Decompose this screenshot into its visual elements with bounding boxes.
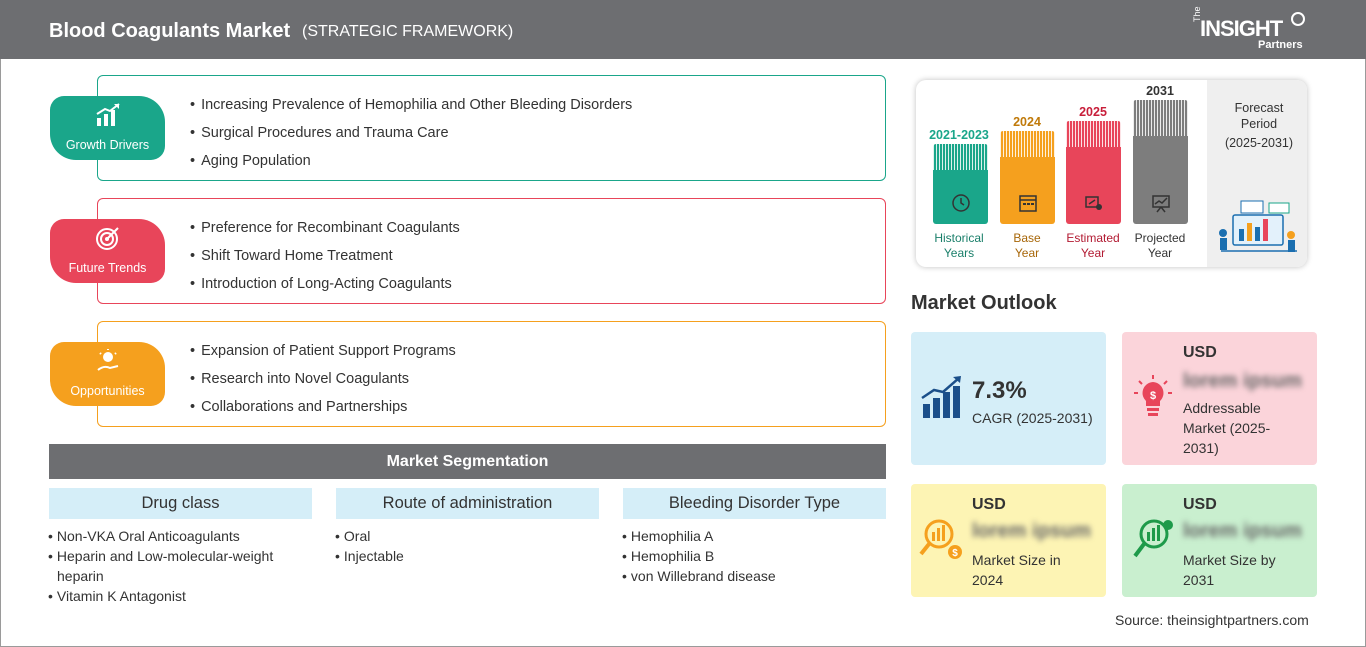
list-item: Surgical Procedures and Trauma Care bbox=[190, 124, 632, 152]
currency-label: USD bbox=[1183, 344, 1217, 361]
magnifier-dollar-icon: $ bbox=[919, 519, 962, 559]
year-label: 2021-2023 bbox=[929, 128, 989, 142]
bar-caption: Projected bbox=[1134, 231, 1186, 245]
target-icon bbox=[96, 227, 119, 250]
future-trends-list: Preference for Recombinant Coagulants Sh… bbox=[190, 219, 460, 303]
list-item: Aging Population bbox=[190, 152, 632, 180]
market-outlook-title: Market Outlook bbox=[911, 292, 1057, 314]
list-item: Expansion of Patient Support Programs bbox=[190, 342, 456, 370]
analyst-dashboard-icon bbox=[1219, 200, 1297, 252]
cagr-card: 7.3% CAGR (2025-2031) bbox=[911, 332, 1106, 465]
bar-caption: Year bbox=[1147, 246, 1173, 260]
year-label: 2025 bbox=[1079, 105, 1107, 119]
blurred-value: lorem ipsum bbox=[1183, 370, 1302, 392]
calendar-icon bbox=[1019, 195, 1037, 212]
history-clock-icon bbox=[952, 194, 970, 212]
future-trends-box: Preference for Recombinant Coagulants Sh… bbox=[97, 198, 886, 304]
growth-chart-icon bbox=[96, 103, 120, 126]
market-size-2031-card: USD lorem ipsum Market Size by 2031 bbox=[1122, 484, 1317, 597]
list-item: Increasing Prevalence of Hemophilia and … bbox=[190, 96, 632, 124]
year-label: 2024 bbox=[1013, 115, 1041, 129]
list-item: Heparin and Low-molecular-weight heparin bbox=[47, 546, 297, 586]
bar-caption: Years bbox=[943, 246, 975, 260]
year-label: 2031 bbox=[1146, 84, 1174, 98]
list-item: Collaborations and Partnerships bbox=[190, 398, 456, 426]
page-title: Blood Coagulants Market bbox=[49, 20, 291, 42]
estimate-chart-icon bbox=[1085, 196, 1102, 210]
list-item: Hemophilia B bbox=[621, 546, 871, 566]
list-item: Shift Toward Home Treatment bbox=[190, 247, 460, 275]
growth-bars-icon bbox=[921, 376, 961, 418]
blurred-value: lorem ipsum bbox=[1183, 520, 1302, 542]
segment-heading-route: Route of administration bbox=[336, 488, 599, 519]
page-subtitle: (STRATEGIC FRAMEWORK) bbox=[302, 23, 514, 40]
list-item: Introduction of Long-Acting Coagulants bbox=[190, 275, 460, 303]
bar-caption: Historical bbox=[934, 231, 984, 245]
list-item: Preference for Recombinant Coagulants bbox=[190, 219, 460, 247]
bar-caption: Base bbox=[1013, 231, 1041, 245]
forecast-period-text: Forecast Period (2025-2031) bbox=[1224, 101, 1294, 150]
list-item: von Willebrand disease bbox=[621, 566, 871, 586]
list-item: Hemophilia A bbox=[621, 526, 871, 546]
segment-heading-disorder: Bleeding Disorder Type bbox=[623, 488, 886, 519]
bar-caption: Year bbox=[1014, 246, 1040, 260]
route-list: Oral Injectable bbox=[334, 526, 584, 566]
growth-drivers-list: Increasing Prevalence of Hemophilia and … bbox=[190, 96, 632, 180]
drug-class-list: Non-VKA Oral Anticoagulants Heparin and … bbox=[47, 526, 297, 606]
cagr-caption: CAGR (2025-2031) bbox=[972, 410, 1093, 426]
growth-drivers-box: Increasing Prevalence of Hemophilia and … bbox=[97, 75, 886, 181]
bar-caption: Year bbox=[1080, 246, 1106, 260]
list-item: Research into Novel Coagulants bbox=[190, 370, 456, 398]
bar-caption: Estimated bbox=[1066, 231, 1120, 245]
disorder-list: Hemophilia A Hemophilia B von Willebrand… bbox=[621, 526, 871, 586]
size-2031-caption: Market Size by 2031 bbox=[1183, 552, 1276, 588]
projection-board-icon bbox=[1152, 195, 1170, 213]
future-trends-badge: Future Trends bbox=[50, 219, 165, 283]
magnifier-growth-icon bbox=[1133, 519, 1173, 558]
list-item: Vitamin K Antagonist bbox=[47, 586, 297, 606]
growth-drivers-badge: Growth Drivers bbox=[50, 96, 165, 160]
bulb-dollar-icon: $ bbox=[1134, 375, 1172, 416]
segmentation-title: Market Segmentation bbox=[49, 444, 886, 479]
currency-label: USD bbox=[972, 496, 1006, 513]
list-item: Non-VKA Oral Anticoagulants bbox=[47, 526, 297, 546]
badge-label: Opportunities bbox=[70, 384, 145, 398]
opportunities-badge: Opportunities bbox=[50, 342, 165, 406]
segment-heading-drug-class: Drug class bbox=[49, 488, 312, 519]
size-2024-caption: Market Size in 2024 bbox=[972, 552, 1061, 588]
base-year-bar bbox=[1000, 131, 1055, 224]
badge-label: Growth Drivers bbox=[65, 138, 150, 152]
source-note: Source: theinsightpartners.com bbox=[1115, 612, 1309, 628]
projected-year-bar bbox=[1133, 100, 1188, 224]
svg-text:$: $ bbox=[952, 548, 958, 559]
svg-text:$: $ bbox=[1150, 390, 1156, 402]
badge-label: Future Trends bbox=[68, 261, 147, 275]
blurred-value: lorem ipsum bbox=[972, 520, 1091, 542]
cagr-value: 7.3% bbox=[972, 377, 1027, 404]
market-size-2024-card: USD lorem ipsum Market Size in 2024 $ bbox=[911, 484, 1106, 597]
lightbulb-hand-icon bbox=[97, 349, 119, 371]
currency-label: USD bbox=[1183, 496, 1217, 513]
estimated-year-bar bbox=[1066, 121, 1121, 224]
list-item: Oral bbox=[334, 526, 584, 546]
header-bar: Blood Coagulants Market (STRATEGIC FRAME… bbox=[0, 0, 1366, 59]
opportunities-box: Expansion of Patient Support Programs Re… bbox=[97, 321, 886, 427]
list-item: Injectable bbox=[334, 546, 584, 566]
historical-bar bbox=[933, 144, 988, 224]
addressable-caption: Addressable Market (2025-2031) bbox=[1183, 400, 1271, 456]
opportunities-list: Expansion of Patient Support Programs Re… bbox=[190, 342, 456, 426]
insight-partners-logo: The INSIGHT Partners bbox=[1192, 6, 1305, 51]
addressable-market-card: USD lorem ipsum Addressable Market (2025… bbox=[1122, 332, 1317, 465]
